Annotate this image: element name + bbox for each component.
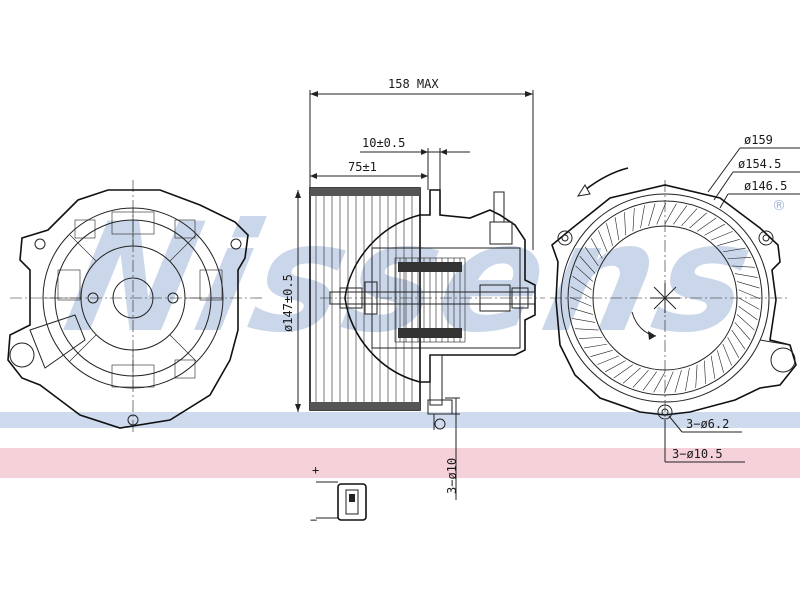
fan-blade [704, 223, 725, 236]
fan-blade [663, 371, 674, 394]
fan-blade [606, 223, 613, 246]
fan-blade [570, 286, 592, 299]
fan-blade [727, 337, 740, 358]
fan-blade [648, 203, 656, 226]
dim-housing-diameter: ø147±0.5 [281, 274, 295, 332]
fan-blade [738, 297, 760, 310]
pink-band [0, 448, 800, 478]
fan-blade [570, 307, 593, 315]
dim-offset-b: 75±1 [348, 160, 377, 174]
fan-blades [569, 202, 761, 394]
dim-mount-hole: 3−ø10 [445, 458, 459, 494]
registered-mark: ® [772, 198, 786, 214]
fan-blade [734, 322, 751, 341]
fan-blade [584, 343, 608, 349]
fan-blade [572, 318, 596, 323]
fan-blade [734, 273, 758, 278]
fan-blade [640, 205, 645, 229]
fan-blade [727, 257, 751, 259]
connector-plus: + [312, 463, 319, 477]
fan-blade [656, 202, 667, 225]
fan-blade [613, 364, 634, 379]
fan-blade [590, 350, 613, 357]
dim-hole-large: 3−ø10.5 [672, 447, 723, 461]
fan-blade [642, 371, 657, 391]
fan-blade [624, 212, 626, 236]
blue-band [0, 412, 800, 428]
left-view-housing [7, 180, 265, 432]
fan-blade [722, 344, 732, 366]
fan-blade [597, 355, 619, 365]
center-view-side: 158 MAX 10±0.5 75±1 ø147±0.5 [281, 77, 545, 500]
fan-blade [673, 205, 688, 225]
fan-blade [704, 360, 706, 384]
fan-blade [717, 350, 724, 373]
fan-blade [664, 203, 677, 225]
fan-blade [598, 230, 608, 252]
fan-blade [738, 289, 761, 300]
fan-blade [614, 217, 620, 241]
dim-outer-diameter: ø159 [744, 133, 773, 147]
fan-blade [575, 328, 599, 331]
fan-blade [632, 369, 649, 388]
fan-blade [653, 371, 666, 393]
fan-blade [681, 208, 698, 227]
fan-blade [695, 364, 698, 388]
fan-blade [738, 306, 758, 321]
fan-blade [622, 367, 641, 384]
dim-offset-a: 10±0.5 [362, 136, 405, 150]
dim-hole-small: 3−ø6.2 [686, 417, 729, 431]
fan-blade [731, 329, 746, 350]
connector-minus: − [310, 513, 317, 527]
dim-overall-length: 158 MAX [388, 77, 439, 91]
fan-blade [605, 360, 626, 373]
fan-blade [696, 217, 717, 232]
fan-blade [737, 281, 760, 289]
fan-blade [685, 367, 690, 391]
fan-blade [711, 231, 733, 241]
fan-blade [731, 265, 755, 268]
fan-blade [579, 255, 596, 274]
fan-blade [590, 238, 603, 259]
right-view-front: ø159 ø154.5 ø146.5 3−ø6.2 3−ø10.5 [550, 133, 800, 463]
fan-blade [722, 247, 746, 253]
fan-blade [710, 355, 716, 379]
fan-blade [736, 314, 755, 331]
fan-blade [584, 246, 599, 267]
fan-blade [689, 212, 708, 229]
dim-mid-diameter: ø154.5 [738, 157, 781, 171]
fan-blade [572, 275, 592, 290]
dim-inner-diameter: ø146.5 [744, 179, 787, 193]
fan-blade [632, 208, 635, 232]
fan-blade [717, 239, 740, 246]
fan-blade [569, 296, 592, 307]
fan-blade [575, 265, 594, 282]
connector-symbol: + − [310, 463, 367, 527]
fan-blade [579, 337, 603, 339]
fan-blade [674, 370, 682, 393]
